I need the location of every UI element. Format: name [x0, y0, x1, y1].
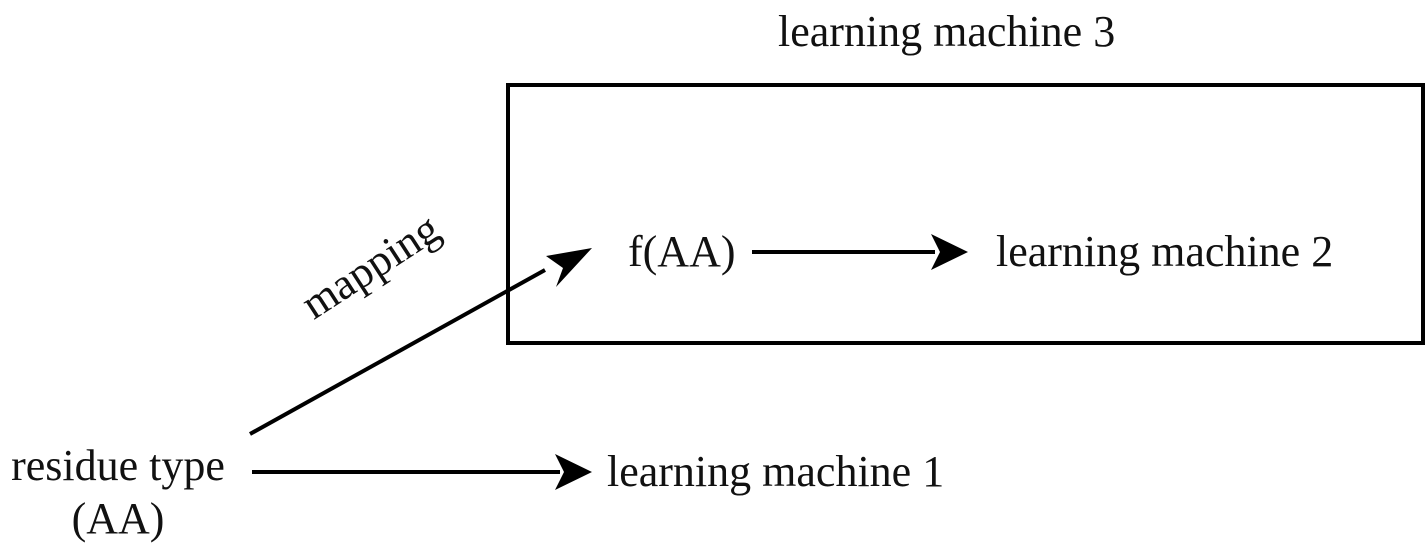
learning-machine-3-box: [506, 83, 1425, 345]
residue-type-label: residue type (AA): [0, 440, 236, 546]
mapping-arrowhead: [546, 248, 592, 287]
f-aa-label: f(AA): [628, 227, 736, 276]
learning-machine-1-label: learning machine 1: [607, 447, 945, 496]
faa-to-lm2-arrowhead: [931, 234, 968, 270]
residue-type-text: residue type: [11, 441, 225, 490]
residue-type-code: (AA): [71, 493, 165, 543]
learning-machine-2-label: learning machine 2: [996, 227, 1334, 276]
residue-to-lm1-arrowhead: [555, 454, 592, 490]
mapping-arrow: [249, 268, 546, 436]
learning-machine-3-label: learning machine 3: [778, 7, 1116, 56]
